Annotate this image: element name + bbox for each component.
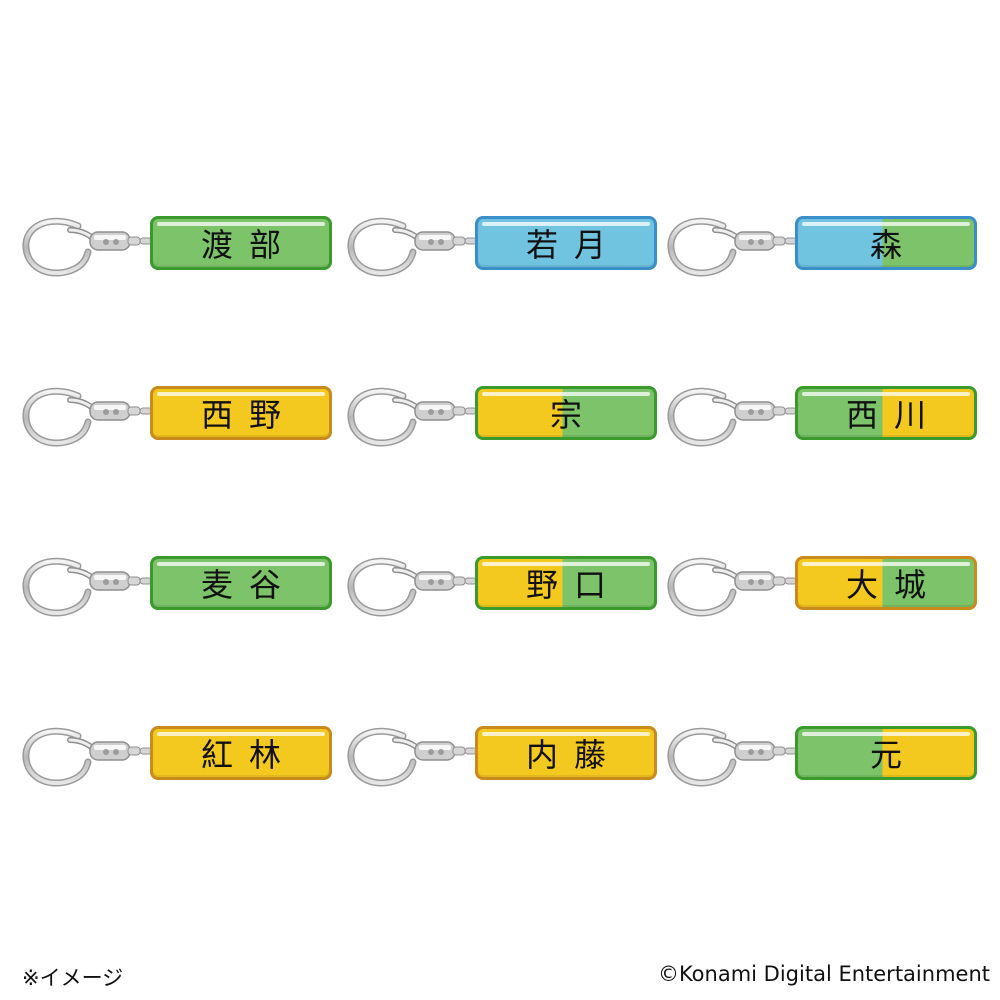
player-name: 内藤 bbox=[525, 736, 622, 774]
name-plate: 麦谷 bbox=[150, 556, 332, 610]
key-ring-icon bbox=[347, 557, 488, 617]
key-ring-icon bbox=[347, 387, 488, 447]
player-name: 大城 bbox=[845, 566, 942, 604]
keychain: 西野 bbox=[20, 382, 340, 472]
key-ring-icon bbox=[347, 727, 488, 787]
player-name: 紅林 bbox=[200, 736, 297, 774]
player-name: 若月 bbox=[525, 226, 622, 264]
keychain: 渡部 bbox=[20, 212, 340, 302]
name-plate: 西野 bbox=[150, 386, 332, 440]
keychain: 森 bbox=[665, 212, 985, 302]
key-ring-icon bbox=[347, 217, 488, 277]
name-plate: 森 bbox=[795, 216, 977, 270]
keychain: 大城 bbox=[665, 552, 985, 642]
name-plate: 宗 bbox=[475, 386, 657, 440]
player-name: 西川 bbox=[845, 396, 942, 434]
player-name: 宗 bbox=[549, 396, 598, 434]
keychain: 元 bbox=[665, 722, 985, 812]
player-name: 麦谷 bbox=[200, 566, 297, 604]
plate-gloss bbox=[482, 222, 650, 226]
keychain: 宗 bbox=[345, 382, 665, 472]
name-plate: 若月 bbox=[475, 216, 657, 270]
key-ring-icon bbox=[22, 387, 163, 447]
keychain: 紅林 bbox=[20, 722, 340, 812]
keychain: 野口 bbox=[345, 552, 665, 642]
name-plate: 野口 bbox=[475, 556, 657, 610]
player-name: 野口 bbox=[525, 566, 622, 604]
name-plate: 元 bbox=[795, 726, 977, 780]
plate-gloss bbox=[482, 392, 650, 396]
plate-gloss bbox=[802, 732, 970, 736]
key-ring-icon bbox=[22, 557, 163, 617]
keychain: 若月 bbox=[345, 212, 665, 302]
player-name: 西野 bbox=[200, 396, 297, 434]
keychain: 西川 bbox=[665, 382, 985, 472]
plate-gloss bbox=[482, 562, 650, 566]
key-ring-icon bbox=[667, 387, 808, 447]
key-ring-icon bbox=[22, 217, 163, 277]
name-plate: 西川 bbox=[795, 386, 977, 440]
keychain: 麦谷 bbox=[20, 552, 340, 642]
copyright: ©Konami Digital Entertainment bbox=[657, 962, 990, 986]
player-name: 森 bbox=[869, 226, 918, 264]
plate-gloss bbox=[802, 562, 970, 566]
plate-gloss bbox=[802, 222, 970, 226]
key-ring-icon bbox=[667, 727, 808, 787]
plate-gloss bbox=[157, 392, 325, 396]
name-plate: 渡部 bbox=[150, 216, 332, 270]
name-plate: 大城 bbox=[795, 556, 977, 610]
key-ring-icon bbox=[667, 217, 808, 277]
player-name: 元 bbox=[869, 736, 918, 774]
plate-gloss bbox=[802, 392, 970, 396]
player-name: 渡部 bbox=[200, 226, 297, 264]
plate-gloss bbox=[157, 222, 325, 226]
keychain: 内藤 bbox=[345, 722, 665, 812]
plate-gloss bbox=[482, 732, 650, 736]
plate-gloss bbox=[157, 732, 325, 736]
key-ring-icon bbox=[667, 557, 808, 617]
image-note: ※イメージ bbox=[22, 966, 124, 990]
name-plate: 内藤 bbox=[475, 726, 657, 780]
key-ring-icon bbox=[22, 727, 163, 787]
plate-gloss bbox=[157, 562, 325, 566]
name-plate: 紅林 bbox=[150, 726, 332, 780]
